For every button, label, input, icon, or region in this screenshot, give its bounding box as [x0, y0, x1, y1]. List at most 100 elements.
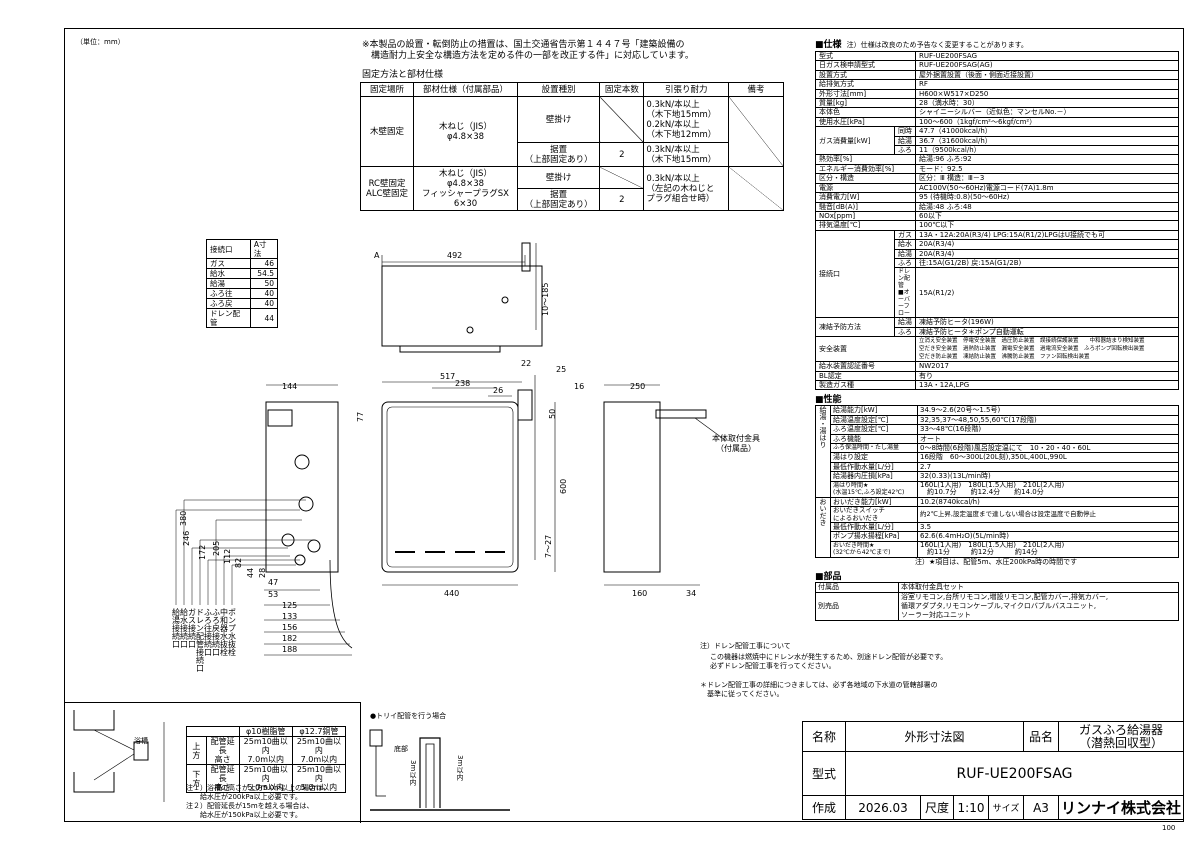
spec-value: 凍結予防ヒータ(196W) [915, 317, 1179, 328]
spec-key: 消費電力[W] [815, 192, 916, 203]
tub-label: 浴槽 [134, 737, 148, 745]
spec-value: 給湯:48 ふろ:48 [915, 201, 1179, 212]
top-view-fitting [521, 242, 531, 272]
perf-table: 給湯・湯はり 給湯能力[kW]34.9～2.6(20号～1.5号) 給湯温度設定… [815, 405, 1179, 558]
spec-subkey: 給湯 [894, 317, 916, 328]
dim-label: 133 [282, 612, 297, 621]
dim-label: 22 [521, 359, 531, 368]
spec-key: BL認定 [815, 370, 916, 381]
safety-line: 空だき安全装置 過熱防止装置 漏電安全装置 過電流安全装置 ふろポンプ回転検出装… [919, 346, 1145, 353]
pipe-row-label: 配管延長 高さ [205, 764, 240, 793]
spec-title: ■仕様 [815, 40, 842, 50]
bracket-label: 本体取付金具 （付属品） [712, 434, 760, 453]
dim-label: 238 [455, 379, 470, 388]
drain-note-line: 必ずドレン配管工事を行ってください。 [710, 662, 836, 670]
trap-pipe [419, 737, 441, 808]
trap-bottom-label: 底部 [394, 745, 408, 753]
fixing-method-table: 固定場所 部材仕様（付属部品） 設置種別 固定本数 引張り耐力 備考 木壁固定 … [359, 82, 784, 211]
wood-place: 木壁固定 [359, 96, 415, 167]
parts-key: 別売品 [815, 591, 899, 621]
safety-line: 立消え安全装置 停電安全装置 過圧防止装置 誤接続保護装置 中和器詰まり検知装置 [919, 338, 1145, 345]
dim-label: 25 [556, 365, 566, 374]
dim-label: 28 [258, 568, 267, 578]
pipe-note: 給水圧が200kPa以上必要です。 [186, 793, 302, 801]
trap-title: ●トリイ配管を行う場合 [370, 712, 447, 720]
spec-value: 47.7（41000kcal/h） [915, 126, 1179, 137]
spec-key: 区分・構造 [815, 173, 916, 184]
perf-key: 最低作動水量[L/分] [830, 461, 918, 473]
title-name-value: 外形寸法図 [845, 721, 1024, 752]
trap-heater [369, 729, 383, 747]
spec-conn-label: 接続口 [815, 229, 895, 319]
wood-wall-mount: 壁掛け [516, 96, 601, 143]
unit-label: （単位：mm） [76, 38, 125, 46]
wood-floor-mount: 据置 （上部固定あり） [516, 142, 601, 167]
perf-value: 10.2(8740kcal/h) [917, 496, 1179, 508]
parts-title: ■部品 [815, 571, 842, 582]
piping-diagram [73, 710, 165, 802]
dim-label: 16 [574, 382, 584, 391]
top-view-bracket [399, 345, 501, 353]
rc-floor-count: 2 [599, 188, 645, 211]
port-label: 給水接続口 [180, 607, 189, 648]
title-product-value: ガスふろ給湯器 （潜熱回収型） [1058, 721, 1184, 752]
rc-force: 0.3kN/本以上 （左記の木ねじと プラグ組合せ時） [643, 166, 729, 211]
dim-label: 172 [198, 545, 207, 560]
pipe-note: 給水圧が150kPa以上必要です。 [186, 811, 302, 819]
spec-value: 屋外据置設置（後面・側面近接設置） [915, 69, 1179, 81]
spec-value: 20A(R3/4) [915, 248, 1179, 259]
dim-label: 50 [548, 409, 557, 419]
perf-value: 62.6(6.4mH₂O)(5L/min時) [917, 531, 1179, 542]
title-block: 名称 外形寸法図 品名 ガスふろ給湯器 （潜熱回収型） 型式 RUF-UE200… [802, 721, 1184, 820]
dim-label: 53 [268, 590, 278, 599]
spec-key: 外形寸法[mm] [815, 88, 916, 100]
perf-note: 注）★項目は、配管5m、水圧200kPa時の時間です [915, 557, 1078, 566]
pipe-up-copper: 25m10曲以内 7.0m以内 [291, 736, 347, 765]
title-made-value: 2026.03 [845, 795, 921, 820]
dim-label: 182 [282, 634, 297, 643]
title-made-label: 作成 [802, 795, 846, 820]
spec-value: NW2017 [915, 361, 1179, 372]
spec-key: 日ガス検申請型式 [815, 60, 916, 71]
spec-value: シャイニーシルバー（近似色：マンセルNo.－） [915, 107, 1179, 118]
pipe-down-resin: 25m10曲以内 5.0m以内 [238, 764, 293, 793]
spec-subkey: ドレン配管 ■オーバーフロー [894, 267, 916, 319]
dim-label: 44 [246, 568, 255, 578]
spec-subkey: ふろ [894, 145, 916, 156]
perf-key: ふろ保温時間・たし湯量 [830, 442, 918, 454]
drain-note-line: この機器は燃焼中にドレン水が発生するため、別途ドレン配管が必要です。 [710, 653, 948, 661]
dim-label: 77 [356, 412, 365, 422]
dim-label: 34 [686, 589, 696, 598]
spec-key: 質量[kg] [815, 98, 916, 109]
tub-lower [73, 772, 115, 793]
pipe-row-label: 配管延長 高さ [205, 736, 240, 765]
pipe-header-resin: φ10樹脂管 [238, 726, 293, 737]
port-label: 給湯接続口 [172, 607, 181, 648]
dim-label: 156 [282, 623, 297, 632]
spec-subkey: ガス [894, 229, 916, 241]
spec-value: 95 (待機時:0.8)(50～60Hz) [915, 192, 1179, 203]
title-size-label: サイズ [988, 795, 1024, 820]
title-model-value: RUF-UE200FSAG [845, 751, 1184, 796]
spec-safety-label: 安全装置 [815, 336, 916, 363]
perf-value: 32(0.33)(13L/min時) [917, 471, 1179, 482]
rc-remarks-diagonal [728, 166, 784, 211]
spec-value: RF [915, 79, 1179, 90]
spec-value: 有り [915, 370, 1179, 381]
spec-key: 使用水圧[kPa] [815, 116, 916, 128]
spec-freeze-label: 凍結予防方法 [815, 317, 895, 338]
parts-value: 浴室リモコン,台所リモコン,増設リモコン,配管カバー,排気カバー, 循環アダプタ… [898, 591, 1179, 621]
dim-label: 47 [268, 578, 278, 587]
spec-key: 製造ガス種 [815, 379, 916, 391]
trap-height-1: 3m以内 [456, 755, 464, 781]
top-view-body [381, 265, 543, 347]
rc-floor-mount: 据置 （上部固定あり） [516, 188, 601, 211]
drain-note-title: 注）ドレン配管工事について [700, 642, 791, 650]
port-label: ガス接続口 [188, 608, 197, 648]
drawing-frame [64, 28, 1184, 822]
perf-value: 32,35,37～48,50,55,60℃(17段階) [917, 414, 1179, 426]
pipe-header-copper: φ12.7銅管 [291, 726, 347, 737]
